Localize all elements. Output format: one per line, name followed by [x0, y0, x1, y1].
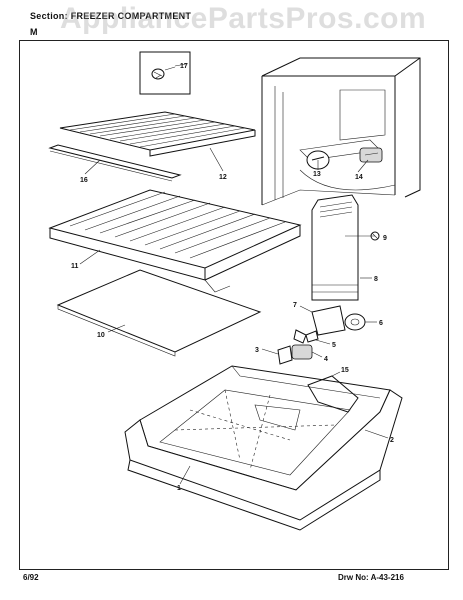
part-4-fan-motor[interactable] — [291, 344, 313, 360]
callouts: 17 16 12 13 14 11 9 8 10 7 6 5 4 3 15 2 … — [71, 63, 394, 492]
callout-9: 9 — [383, 235, 387, 242]
callout-11: 11 — [71, 263, 79, 270]
callout-15: 15 — [341, 367, 349, 374]
callout-8: 8 — [374, 276, 378, 283]
callout-5: 5 — [332, 342, 336, 349]
revision-date: 6/92 — [23, 573, 39, 582]
part-15-drain-trough[interactable] — [307, 375, 359, 413]
section-title: Section: FREEZER COMPARTMENT — [30, 11, 192, 21]
drawing-frame — [19, 40, 449, 570]
callout-2: 2 — [390, 437, 394, 444]
part-12-wire-shelf[interactable] — [59, 111, 256, 157]
part-10-cover-panel[interactable] — [56, 269, 262, 357]
part-17-inset[interactable] — [139, 51, 191, 95]
callout-14: 14 — [355, 174, 363, 181]
leader-lines — [79, 63, 389, 485]
callout-7: 7 — [293, 302, 297, 309]
model-label: M — [30, 27, 38, 37]
part-14-light-socket[interactable] — [359, 147, 383, 163]
callout-1: 1 — [177, 485, 181, 492]
part-7-fan-bracket[interactable] — [311, 305, 346, 336]
drawing-number: Drw No: A-43-216 — [338, 573, 404, 582]
callout-6: 6 — [379, 320, 383, 327]
callout-12: 12 — [219, 174, 227, 181]
part-11-freezer-tray[interactable] — [48, 189, 302, 293]
callout-4: 4 — [324, 356, 328, 363]
part-1-bottom-pan[interactable] — [124, 389, 403, 531]
freezer-cabinet-liner — [261, 57, 421, 206]
part-6-fan-grommet[interactable] — [344, 313, 366, 331]
callout-10: 10 — [97, 332, 105, 339]
callout-16: 16 — [80, 177, 88, 184]
callout-17: 17 — [180, 63, 188, 70]
part-3-motor-mount[interactable] — [277, 345, 293, 365]
part-8-air-duct[interactable] — [311, 194, 359, 301]
callout-13: 13 — [313, 171, 321, 178]
part-5-fan-blade[interactable] — [293, 329, 319, 344]
callout-3: 3 — [255, 347, 259, 354]
part-16-shelf-rail[interactable] — [48, 144, 182, 182]
